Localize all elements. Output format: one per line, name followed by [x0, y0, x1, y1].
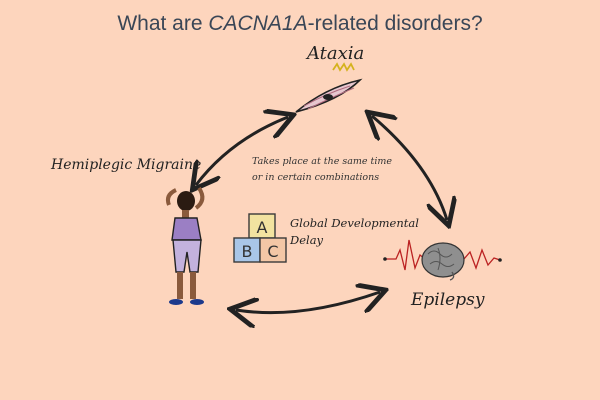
brain-eeg-icon: [383, 239, 502, 281]
muscle-cell-icon: [295, 62, 363, 113]
label-developmental-delay-line2: Delay: [290, 233, 324, 247]
label-ataxia: Ataxia: [307, 43, 365, 64]
title-suffix: -related disorders?: [307, 12, 483, 35]
block-b-letter: B: [242, 242, 253, 261]
person-headache-icon: [165, 186, 205, 305]
arrow-migraine-epilepsy: [236, 292, 380, 313]
block-c-letter: C: [267, 242, 278, 261]
arrow-ataxia-migraine: [196, 117, 288, 185]
note-line1: Takes place at the same time: [252, 156, 393, 167]
abc-blocks-icon: A B C: [233, 213, 287, 263]
label-epilepsy: Epilepsy: [411, 290, 485, 310]
arrow-ataxia-epilepsy: [372, 116, 447, 220]
label-developmental-delay-line1: Global Developmental: [290, 216, 419, 230]
title-gene: CACNA1A: [208, 12, 308, 35]
block-a-letter: A: [257, 218, 268, 237]
note-line2: or in certain combinations: [252, 172, 380, 183]
label-developmental-delay: Global Developmental Delay: [290, 215, 419, 249]
title-prefix: What are: [117, 12, 209, 35]
page-title: What are CACNA1A-related disorders?: [0, 12, 600, 36]
label-hemiplegic-migraine: Hemiplegic Migraine: [51, 157, 202, 173]
note-combinations: Takes place at the same time or in certa…: [252, 154, 392, 186]
